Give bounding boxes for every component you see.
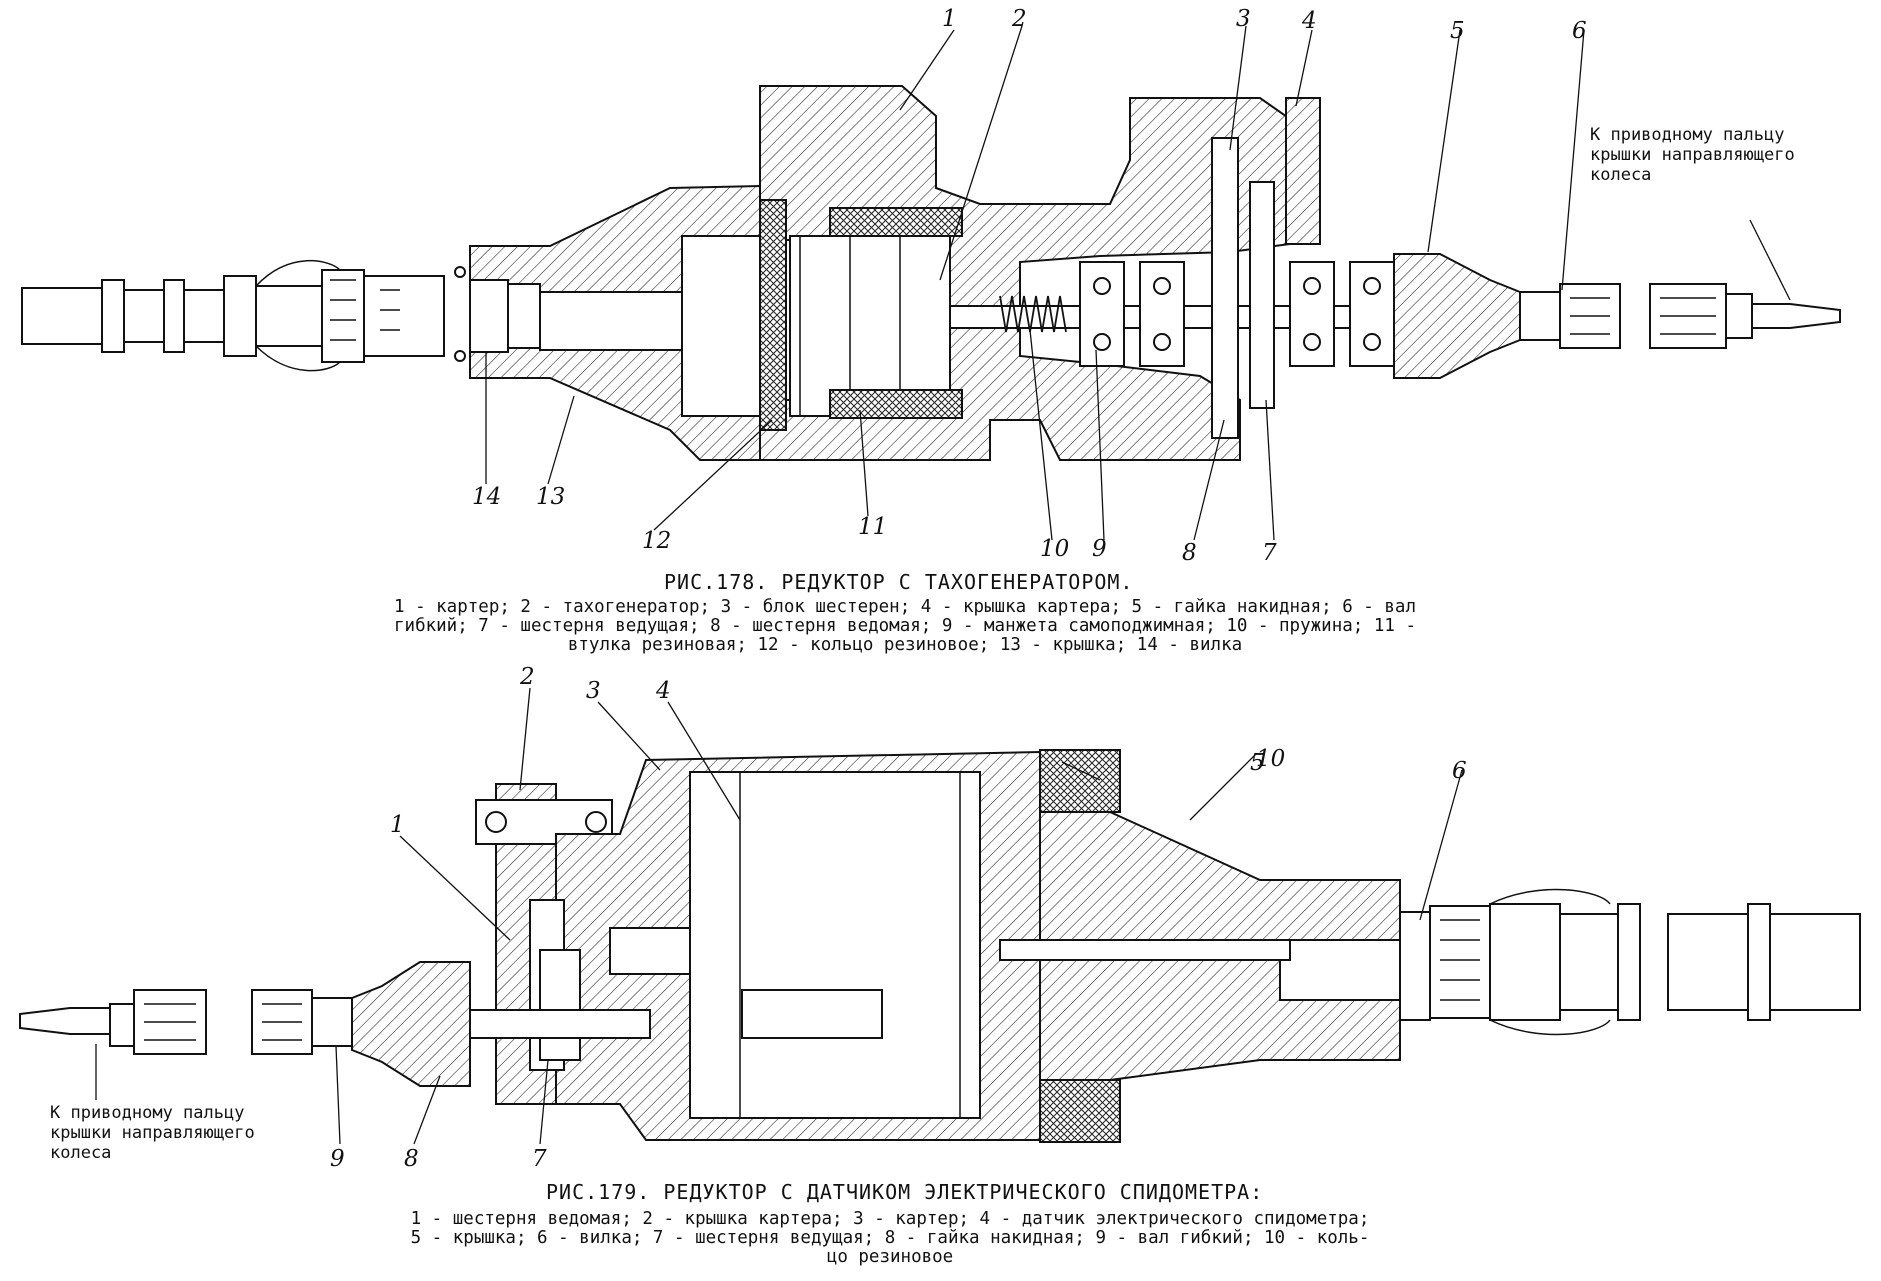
fig179-callout-1: 1 (390, 812, 405, 838)
fig178-note-line-1: К приводному пальцу (1590, 125, 1784, 145)
fig178-spring-10 (999, 295, 1067, 333)
fig179-legend-line: цо резиновое (826, 1247, 954, 1267)
fig178-flexible-shaft-6 (1519, 219, 1841, 349)
fig178-callout-numbers: 1 2 3 4 5 6 7 8 9 10 11 12 13 14 (472, 6, 1587, 566)
fig178-callout-12: 12 (642, 528, 671, 554)
fig178-legend: 1 - картер; 2 - тахогенератор; 3 - блок … (290, 598, 1520, 655)
fig179-note: К приводному пальцу крышки направляющего… (50, 1103, 255, 1163)
fig178-rubber-ring-12 (759, 199, 787, 431)
fig178-leader-lines (485, 25, 1585, 541)
fig178-callout-13: 13 (536, 484, 565, 510)
fig178-callout-2: 2 (1011, 6, 1027, 32)
fig178-callout-1: 1 (942, 6, 957, 32)
fig179-callout-6: 6 (1452, 758, 1467, 784)
fig179-note-line-2: крышки направляющего (50, 1123, 255, 1143)
fig179-leader-lines (95, 687, 1463, 1145)
fig178-callout-9: 9 (1092, 536, 1107, 562)
fig179-drawing (19, 687, 1861, 1145)
fig178-callout-7: 7 (1262, 540, 1277, 566)
fig178-legend-line: гибкий; 7 - шестерня ведущая; 8 - шестер… (394, 616, 1416, 636)
fig179-driving-gear-7 (539, 949, 581, 1061)
fig178-note: К приводному пальцу крышки направляющего… (1590, 125, 1795, 185)
fig178-callout-10: 10 (1040, 536, 1069, 562)
fig179-callout-7: 7 (532, 1146, 547, 1172)
fig179-callout-5: 5 (1250, 750, 1265, 776)
fig179-callout-8: 8 (404, 1146, 419, 1172)
fig179-speedometer-sensor-4 (689, 771, 981, 1119)
fig179-legend: 1 - шестерня ведомая; 2 - крышка картера… (300, 1210, 1480, 1267)
fig178-drawing (21, 25, 1841, 541)
fig179-legend-line: 1 - шестерня ведомая; 2 - крышка картера… (410, 1209, 1370, 1229)
fig178-driving-gear-7 (1249, 181, 1275, 409)
fig179-legend-line: 5 - крышка; 6 - вилка; 7 - шестерня веду… (410, 1228, 1370, 1248)
fig179-callout-4: 4 (655, 678, 671, 704)
fig178-callout-5: 5 (1450, 18, 1465, 44)
fig178-legend-line: 1 - картер; 2 - тахогенератор; 3 - блок … (394, 597, 1416, 617)
fig179-callout-3: 3 (586, 678, 601, 704)
fig178-note-line-3: колеса (1590, 165, 1651, 185)
fig178-callout-11: 11 (858, 514, 887, 540)
fig178-fork-14 (469, 279, 509, 353)
fig178-callout-6: 6 (1572, 18, 1587, 44)
fig179-callout-9: 9 (330, 1146, 345, 1172)
fig178-note-line-2: крышки направляющего (1590, 145, 1795, 165)
fig179-callout-10: 10 (1256, 746, 1285, 772)
fig178-housing-cover-4 (1285, 97, 1321, 245)
fig179-title: РИС.179. РЕДУКТОР С ДАТЧИКОМ ЭЛЕКТРИЧЕСК… (546, 1180, 1264, 1204)
fig178-callout-8: 8 (1182, 540, 1197, 566)
fig178-left-coupling (21, 259, 466, 372)
fig179-fork-6 (1399, 911, 1431, 1021)
fig179-callout-2: 2 (519, 664, 535, 690)
fig178-rubber-bushing-11 (829, 207, 963, 237)
fig178-callout-14: 14 (472, 484, 501, 510)
fig179-right-coupling (1429, 888, 1861, 1036)
fig179-union-nut-8 (351, 961, 471, 1087)
fig179-flexible-shaft-9 (19, 989, 353, 1055)
fig178-callout-3: 3 (1236, 6, 1251, 32)
fig179-rubber-ring-10 (1039, 749, 1121, 813)
fig178-callout-4: 4 (1301, 8, 1317, 34)
fig179-callout-numbers: 1 2 3 4 5 6 7 8 9 10 (330, 664, 1467, 1172)
fig178-gear-block-3 (1211, 137, 1239, 439)
fig179-note-line-3: колеса (50, 1143, 111, 1163)
fig179-note-line-1: К приводному пальцу (50, 1103, 244, 1123)
fig178-bearings (1079, 261, 1395, 367)
fig178-title: РИС.178. РЕДУКТОР С ТАХОГЕНЕРАТОРОМ. (664, 570, 1134, 594)
fig178-union-nut-5 (1393, 253, 1521, 379)
fig178-legend-line: втулка резиновая; 12 - кольцо резиновое;… (567, 635, 1243, 655)
